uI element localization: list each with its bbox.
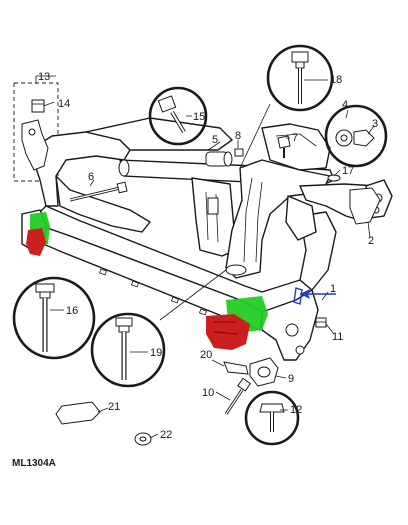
figure-code: ML1304A xyxy=(12,458,56,469)
highlight-left-red xyxy=(26,228,46,256)
beam-slots xyxy=(98,268,208,316)
bush-5 xyxy=(205,151,233,167)
pad-21 xyxy=(55,401,101,425)
stud-7 xyxy=(277,135,291,158)
label-21: 21 xyxy=(108,401,120,413)
callout-12 xyxy=(244,390,300,446)
label-16: 16 xyxy=(66,305,78,317)
label-17: 17 xyxy=(342,165,354,177)
label-19: 19 xyxy=(150,347,162,359)
label-4: 4 xyxy=(342,99,348,111)
label-5: 5 xyxy=(212,134,218,146)
label-12: 12 xyxy=(290,404,302,416)
washer-17 xyxy=(327,174,341,182)
label-10: 10 xyxy=(202,387,214,399)
callout-15 xyxy=(148,86,208,146)
callout-4-3 xyxy=(324,104,388,168)
label-13: 13 xyxy=(38,71,50,83)
bolt-6 xyxy=(69,181,128,202)
label-14: 14 xyxy=(58,98,70,110)
label-20: 20 xyxy=(200,349,212,361)
nut-14 xyxy=(31,99,55,113)
clip-20 xyxy=(223,361,249,375)
label-2: 2 xyxy=(368,235,374,247)
label-11: 11 xyxy=(332,331,343,343)
bracket-2 xyxy=(349,187,381,225)
part-labels: 13 14 18 15 4 3 5 8 7 17 6 2 1 16 11 19 … xyxy=(12,71,378,469)
nut-8 xyxy=(234,148,244,157)
label-8: 8 xyxy=(235,130,241,142)
label-18: 18 xyxy=(330,74,342,86)
nut-11 xyxy=(315,317,327,328)
washer-22 xyxy=(134,432,152,446)
label-9: 9 xyxy=(288,373,294,385)
label-6: 6 xyxy=(88,171,94,183)
bush-9 xyxy=(249,357,279,387)
label-1: 1 xyxy=(330,283,336,295)
leader-lines xyxy=(35,75,371,439)
callout-19 xyxy=(90,269,227,388)
bolt-10 xyxy=(224,377,252,415)
label-15: 15 xyxy=(193,111,205,123)
pointer-arrow xyxy=(293,287,336,305)
callout-16 xyxy=(12,276,96,360)
label-7: 7 xyxy=(292,132,298,144)
subframe xyxy=(21,117,393,361)
label-3: 3 xyxy=(372,118,378,130)
highlight-right-red xyxy=(206,314,250,350)
label-22: 22 xyxy=(160,429,172,441)
callout-18 xyxy=(239,44,334,169)
bracket-13 xyxy=(21,119,49,171)
